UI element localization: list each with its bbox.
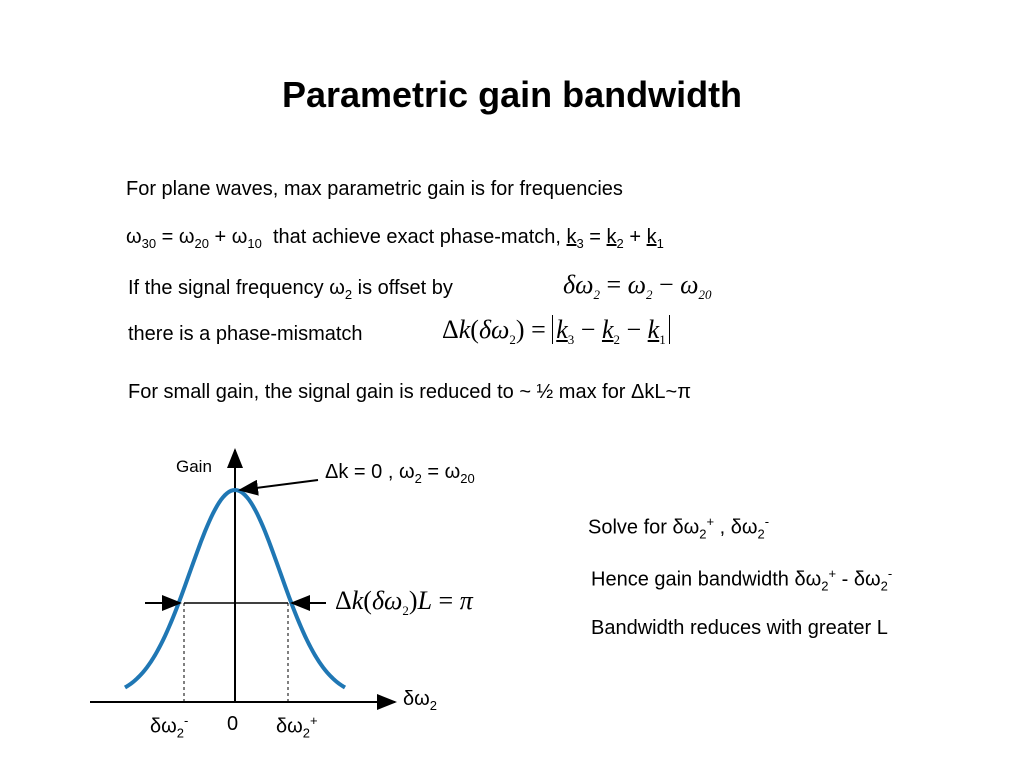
peak-label: Δk = 0 , ω2 = ω20 <box>325 461 475 486</box>
hence-note: Hence gain bandwidth δω2+ - δω2- <box>591 566 893 594</box>
sub-k2: 2 <box>616 236 624 251</box>
x-axis-label-text: δω <box>403 688 430 710</box>
reduces-note: Bandwidth reduces with greater L <box>591 617 888 639</box>
tick-plus-text: δω <box>276 715 303 738</box>
peak-label-tail: = ω <box>427 461 461 483</box>
delta-omega-equation: δω2 = ω2 − ω20 <box>563 270 712 303</box>
mismatch-equation: Δk(δω2) = k3 − k2 − k1 <box>442 315 670 348</box>
mismatch-text: there is a phase-mismatch <box>128 323 363 345</box>
tick-zero: 0 <box>227 713 239 735</box>
sub-30: 30 <box>141 236 157 251</box>
sub-k3: 3 <box>576 236 584 251</box>
sub-k1: 1 <box>656 236 664 251</box>
omega-20: ω <box>178 226 195 248</box>
solve-text: Solve for δω <box>588 516 700 539</box>
y-axis-label: Gain <box>176 457 212 476</box>
solve-note: Solve for δω2+ , δω2- <box>588 514 770 542</box>
omega-30: ω <box>126 226 142 248</box>
arrow-peak <box>238 479 319 496</box>
tick-minus: δω2- <box>150 713 189 741</box>
offset-line: If the signal frequency ω2 is offset by <box>128 277 453 302</box>
offset-text: If the signal frequency ω <box>128 277 345 299</box>
omega-10: ω <box>231 226 248 248</box>
sub-10: 10 <box>247 236 262 251</box>
x-axis-label: δω2 <box>403 688 437 713</box>
k1: k <box>646 226 657 248</box>
k3: k <box>566 226 577 248</box>
tick-plus: δω2+ <box>276 713 318 741</box>
intro-line-1: For plane waves, max parametric gain is … <box>126 178 623 200</box>
tick-minus-text: δω <box>150 715 177 738</box>
phase-match-text: that achieve exact phase-match, <box>273 226 561 248</box>
offset-text-tail: is offset by <box>357 277 453 299</box>
k2: k <box>606 226 617 248</box>
small-gain-text: For small gain, the signal gain is reduc… <box>128 381 691 403</box>
intro-line-2: ω30 = ω20 + ω10 that achieve exact phase… <box>126 226 664 251</box>
bandwidth-condition: Δk(δω2)L = π <box>335 586 473 619</box>
hence-text: Hence gain bandwidth δω <box>591 568 822 591</box>
peak-label-text: Δk = 0 , ω <box>325 461 415 483</box>
gain-curve <box>123 487 347 690</box>
slide-title: Parametric gain bandwidth <box>281 74 743 115</box>
sub-20: 20 <box>194 236 209 251</box>
